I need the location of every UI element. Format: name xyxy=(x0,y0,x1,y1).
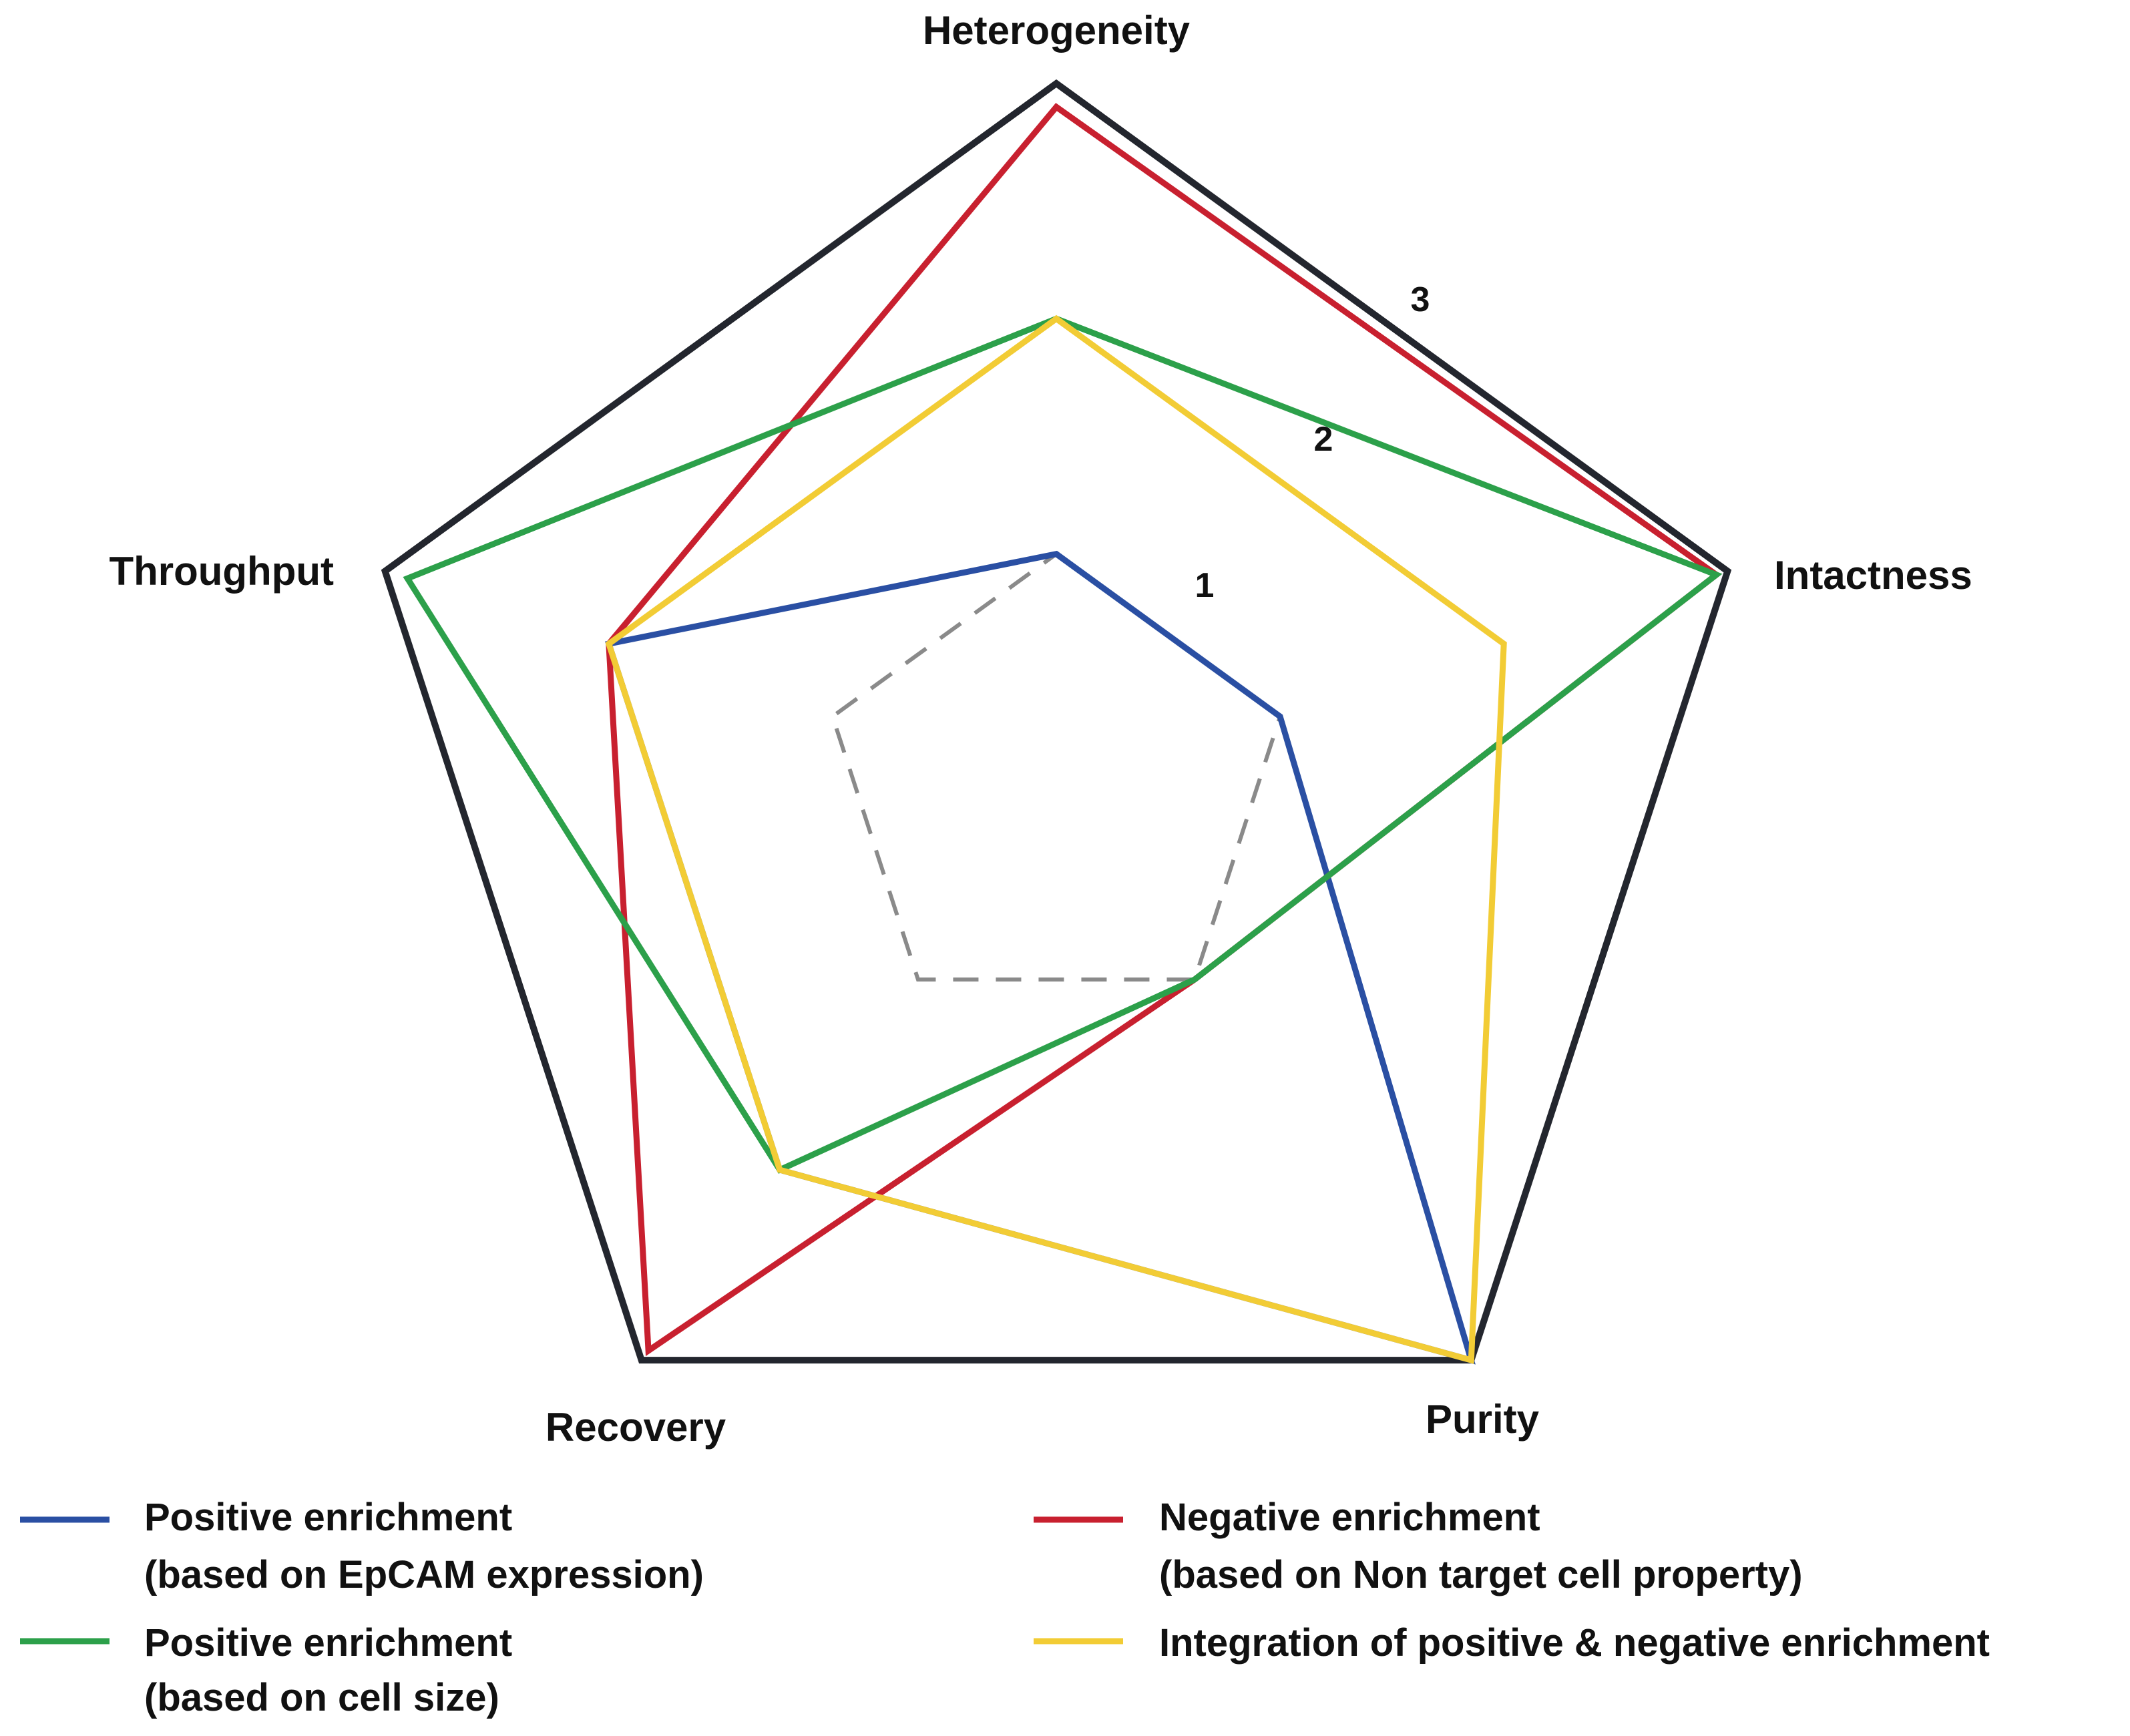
series-layer xyxy=(403,103,1723,1365)
axis-label-recovery: Recovery xyxy=(546,1405,726,1450)
scale-tick-3: 3 xyxy=(1411,280,1430,319)
legend-label-negative: Negative enrichment xyxy=(1159,1496,1540,1539)
legend-sublabel-cell-size: (based on cell size) xyxy=(144,1676,499,1719)
outer-ring xyxy=(381,79,1732,1364)
series-positive-cell-size xyxy=(403,315,1723,1174)
legend-sublabel-epcam: (based on EpCAM expression) xyxy=(144,1553,704,1596)
scale-tick-2: 2 xyxy=(1314,420,1333,459)
series-integration xyxy=(605,314,1507,1364)
reference-ring xyxy=(830,551,1283,982)
legend-label-cell-size: Positive enrichment xyxy=(144,1621,512,1665)
legend-sublabel-negative: (based on Non target cell property) xyxy=(1159,1553,1803,1596)
legend-label-epcam: Positive enrichment xyxy=(144,1496,512,1539)
reference-ring-layer xyxy=(830,551,1283,982)
axis-label-purity: Purity xyxy=(1426,1397,1540,1442)
outer-ring-layer xyxy=(381,79,1732,1364)
axis-label-intactness: Intactness xyxy=(1774,553,1972,598)
axis-label-heterogeneity: Heterogeneity xyxy=(923,8,1191,53)
series-negative-enrichment xyxy=(606,103,1722,1357)
scale-tick-1: 1 xyxy=(1195,566,1215,605)
legend: Positive enrichment (based on EpCAM expr… xyxy=(20,1496,1990,1719)
axis-label-throughput: Throughput xyxy=(109,549,334,594)
legend-label-integration: Integration of positive & negative enric… xyxy=(1159,1621,1990,1665)
